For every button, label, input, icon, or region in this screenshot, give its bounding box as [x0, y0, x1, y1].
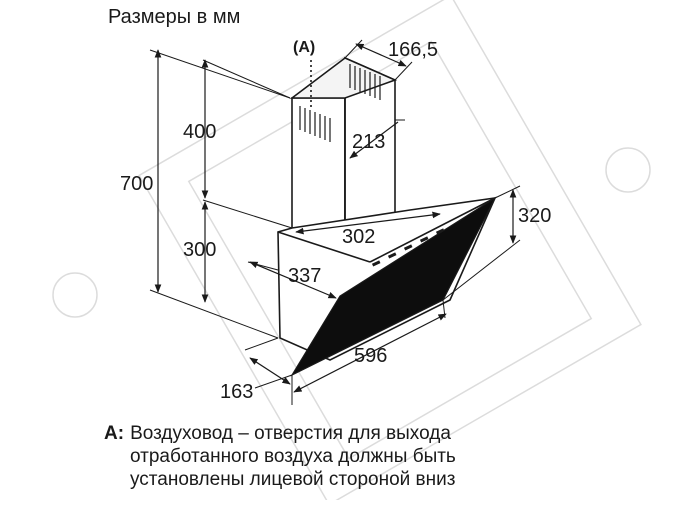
dim-400-label: 400: [183, 121, 216, 143]
dim-302-line: [295, 211, 441, 235]
legend-line-1: A:Воздуховод – отверстия для выхода: [104, 422, 456, 445]
dimension-lines: [154, 43, 517, 393]
diagram-title: Размеры в мм: [108, 6, 241, 28]
extension-lines: [149, 39, 521, 405]
chimney-vents: [299, 64, 381, 142]
legend-text-1: Воздуховод – отверстия для выхода: [130, 423, 451, 444]
dim-302-label: 302: [342, 226, 375, 248]
legend-note: A:Воздуховод – отверстия для выхода отра…: [104, 422, 456, 491]
dim-596-label: 596: [354, 345, 387, 367]
dim-166-line: [355, 43, 407, 67]
dim-213-label: 213: [352, 131, 385, 153]
dimension-labels: 700 400 300 166,5 213 320 302 337 596 16…: [120, 39, 551, 403]
legend-line-3: установлены лицевой стороной вниз: [130, 469, 456, 490]
dim-320-label: 320: [518, 205, 551, 227]
dim-300-label: 300: [183, 239, 216, 261]
dim-337-label: 337: [288, 265, 321, 287]
dim-166-label: 166,5: [388, 39, 438, 61]
legend-key: A:: [104, 423, 125, 444]
legend-line-2: отработанного воздуха должны быть: [130, 446, 456, 467]
dim-700-label: 700: [120, 173, 153, 195]
dim-163-line: [249, 357, 291, 385]
dim-596-line: [293, 313, 447, 393]
dim-337-line: [249, 261, 337, 299]
dim-213-line: [349, 121, 399, 159]
marker-label: (A): [293, 39, 315, 56]
dim-163-label: 163: [220, 381, 253, 403]
